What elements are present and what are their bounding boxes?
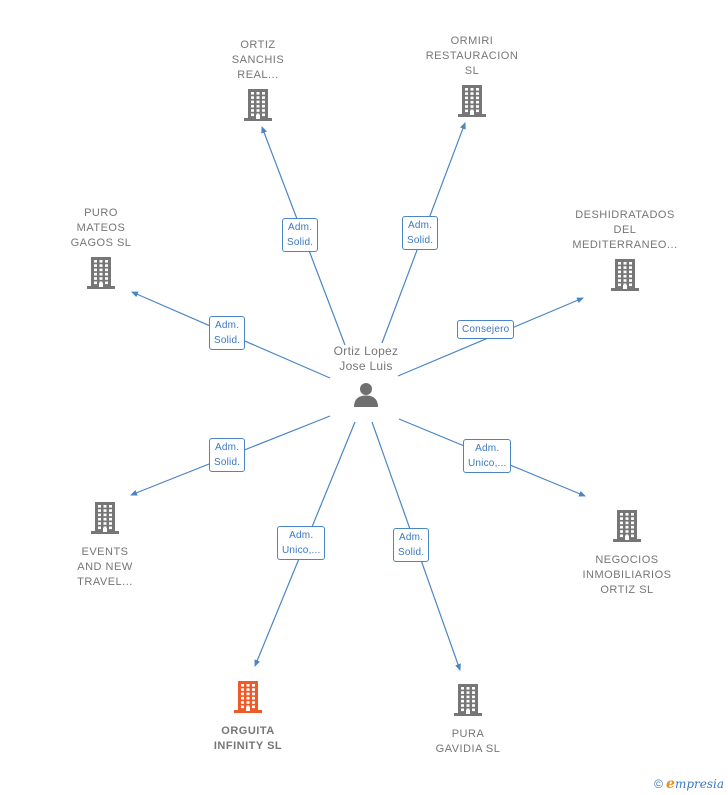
role-badge-ortiz-sanchis[interactable]: Adm. Solid.: [282, 218, 319, 252]
building-icon: [456, 83, 488, 124]
company-node-events[interactable]: EVENTS AND NEW TRAVEL...: [40, 496, 170, 590]
brand-logo: empresia: [666, 776, 724, 792]
company-node-ormiri[interactable]: ORMIRI RESTAURACION SL: [407, 34, 537, 128]
company-label: PURO MATEOS GAGOS SL: [70, 207, 132, 249]
building-icon: [609, 257, 641, 298]
building-icon: [242, 87, 274, 128]
role-badge-events[interactable]: Adm. Solid.: [209, 438, 246, 472]
role-badge-deshidratados[interactable]: Consejero: [457, 320, 515, 339]
company-node-ortiz-sanchis[interactable]: ORTIZ SANCHIS REAL...: [193, 38, 323, 132]
role-badge-puro-mateos[interactable]: Adm. Solid.: [209, 316, 246, 350]
company-label: ORTIZ SANCHIS REAL...: [231, 39, 285, 81]
company-node-pura-gavidia[interactable]: PURA GAVIDIA SL: [403, 678, 533, 757]
role-badge-negocios[interactable]: Adm. Unico,...: [463, 439, 512, 473]
building-icon: [611, 508, 643, 549]
role-badge-ormiri[interactable]: Adm. Solid.: [402, 216, 439, 250]
building-icon: [85, 255, 117, 296]
company-node-puro-mateos[interactable]: PURO MATEOS GAGOS SL: [36, 206, 166, 300]
company-label: ORGUITA INFINITY SL: [213, 725, 283, 752]
role-badge-pura-gavidia[interactable]: Adm. Solid.: [393, 528, 430, 562]
footer-brand: © empresia: [654, 776, 724, 792]
person-name: Ortiz Lopez Jose Luis: [333, 344, 399, 373]
person-node[interactable]: Ortiz Lopez Jose Luis: [310, 344, 422, 412]
role-badge-orguita[interactable]: Adm. Unico,...: [277, 526, 326, 560]
company-node-orguita[interactable]: ORGUITA INFINITY SL: [183, 675, 313, 754]
company-label: EVENTS AND NEW TRAVEL...: [77, 546, 133, 588]
building-icon: [452, 682, 484, 723]
company-label: PURA GAVIDIA SL: [435, 728, 501, 755]
person-icon: [352, 380, 380, 412]
building-icon: [89, 500, 121, 541]
company-label: ORMIRI RESTAURACION SL: [425, 35, 519, 77]
copyright-symbol: ©: [654, 777, 664, 791]
company-label: DESHIDRATADOS DEL MEDITERRANEO...: [572, 209, 678, 251]
company-node-deshidratados[interactable]: DESHIDRATADOS DEL MEDITERRANEO...: [560, 208, 690, 302]
company-node-negocios[interactable]: NEGOCIOS INMOBILIARIOS ORTIZ SL: [562, 504, 692, 598]
building-icon: [232, 679, 264, 720]
company-label: NEGOCIOS INMOBILIARIOS ORTIZ SL: [582, 554, 672, 596]
